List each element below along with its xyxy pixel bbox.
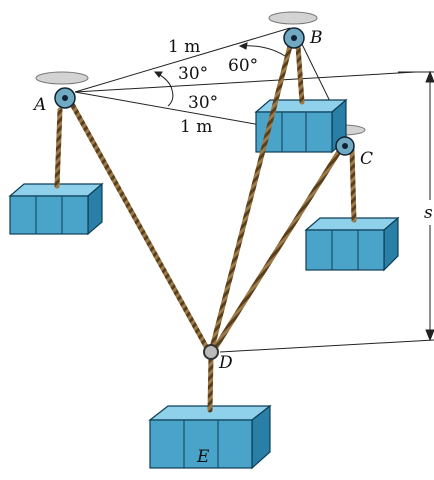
rope-d-to-e: [207, 353, 214, 413]
crate-c: [304, 216, 400, 272]
label-point-a: A: [32, 95, 46, 115]
dim-bottom-ext: [219, 339, 434, 353]
ropes: [54, 43, 357, 413]
label-point-b: B: [309, 28, 323, 48]
label-dimension-s: s: [424, 203, 433, 223]
crate-b: [254, 98, 348, 154]
ring-d: [203, 344, 219, 360]
crate-e: [148, 404, 272, 470]
dim-arrow-top: [425, 70, 434, 83]
rope-c-to-d: [211, 147, 343, 353]
arrow-upper-angle: [153, 71, 163, 78]
rope-c-to-crate: [349, 147, 357, 223]
label-point-e: E: [196, 447, 210, 467]
label-length-ab: 1 m: [168, 37, 200, 57]
label-length-ac: 1 m: [180, 117, 212, 137]
rope-b-to-crate: [295, 43, 305, 105]
dimension-s: [219, 70, 434, 353]
label-angle-upper: 30°: [178, 64, 208, 84]
label-point-c: C: [360, 149, 373, 169]
crate-a: [8, 182, 104, 236]
label-angle-lower: 30°: [188, 93, 218, 113]
rope-a-to-d: [69, 101, 211, 353]
pulleys: [54, 27, 355, 360]
label-point-d: D: [218, 353, 233, 373]
line-a-to-b: [74, 27, 291, 93]
rope-b-to-d: [209, 43, 293, 351]
rope-a-to-crate: [54, 107, 63, 189]
ceiling-mount-b: [268, 11, 318, 25]
geometry-lines: [74, 27, 417, 141]
ceiling-mount-a: [35, 71, 89, 85]
arc-angle-lower: [167, 89, 174, 107]
line-a-horizontal: [74, 71, 417, 93]
label-angle-b: 60°: [228, 56, 258, 76]
dim-arrow-bottom: [425, 329, 434, 342]
arrow-b-angle: [238, 42, 248, 50]
